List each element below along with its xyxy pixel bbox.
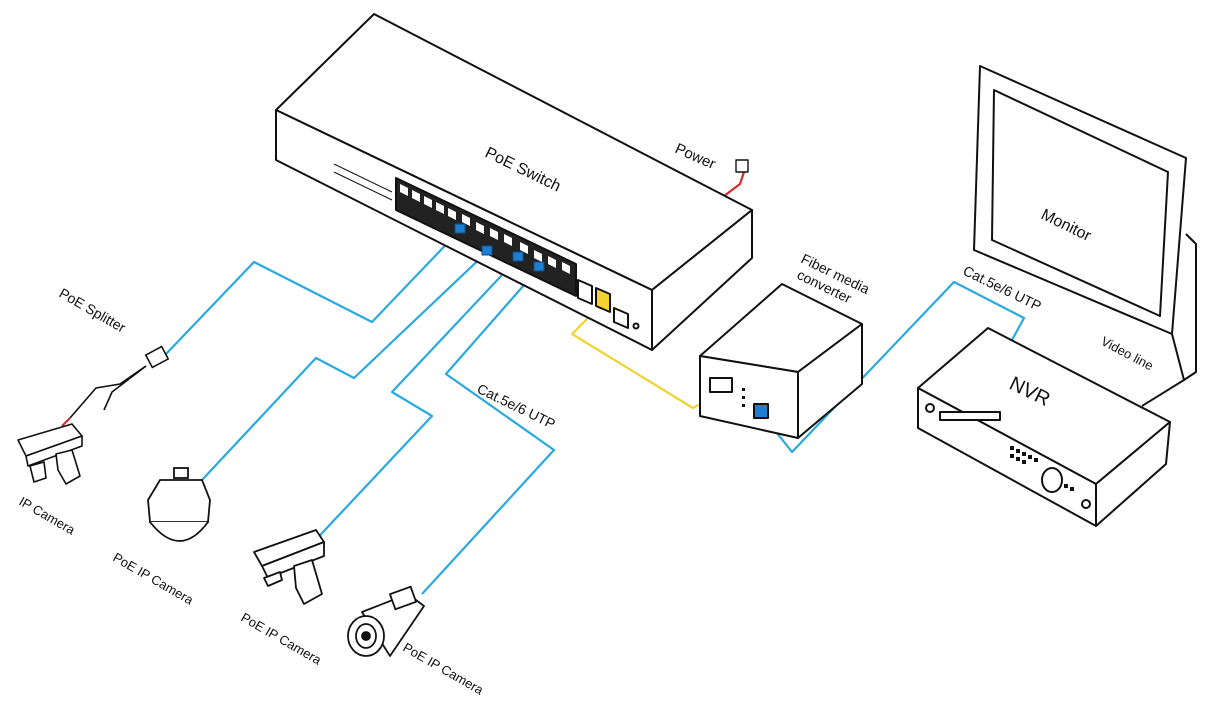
switch-side-face: [651, 209, 753, 351]
label-poe-ip-camera-box: PoE IP Camera: [239, 610, 325, 668]
poe-ip-camera-box: [253, 529, 325, 605]
nvr: [917, 327, 1171, 527]
label-video-line: Video line: [1099, 333, 1156, 373]
ip-camera: [17, 423, 83, 485]
poe-ip-camera-dome: [147, 467, 211, 542]
label-poe-ip-camera-bullet: PoE IP Camera: [401, 640, 487, 698]
monitor: [973, 65, 1197, 407]
uplink-port: [577, 279, 593, 305]
label-ip-camera: IP Camera: [17, 494, 79, 538]
utp-cable-splitter: [165, 229, 461, 355]
console-port: [613, 307, 629, 329]
converter-rj45-port: [753, 403, 769, 419]
poe-switch: [275, 13, 753, 351]
utp-cable-nvr: [761, 280, 1026, 454]
converter-leds: [742, 388, 745, 407]
rj45-ports: [400, 184, 570, 274]
poe-splitter: [61, 345, 170, 427]
nvr-power-button: [925, 403, 935, 413]
converter-sfp-port: [709, 377, 733, 393]
nvr-buttons: [1010, 446, 1074, 491]
nvr-knob: [1081, 499, 1091, 509]
fiber-media-converter: [699, 283, 863, 439]
utp-cable-dome-camera: [201, 251, 488, 481]
nvr-jog-dial: [1041, 467, 1063, 493]
sfp-port: [595, 287, 611, 313]
poe-ip-camera-bullet: [347, 585, 425, 657]
label-poe-ip-camera-dome: PoE IP Camera: [111, 550, 197, 608]
utp-cable-bullet-camera: [421, 267, 556, 595]
label-poe-splitter: PoE Splitter: [57, 285, 129, 336]
reset-button: [632, 322, 640, 330]
nvr-disc-slot: [939, 411, 1001, 421]
utp-cable-box-camera: [307, 257, 519, 549]
connected-ports: [454, 223, 545, 272]
status-led-strip: [333, 163, 393, 201]
power-socket-icon: [735, 159, 749, 173]
power-cable: [719, 171, 746, 200]
label-power: Power: [672, 140, 718, 173]
cables: [165, 171, 1026, 595]
